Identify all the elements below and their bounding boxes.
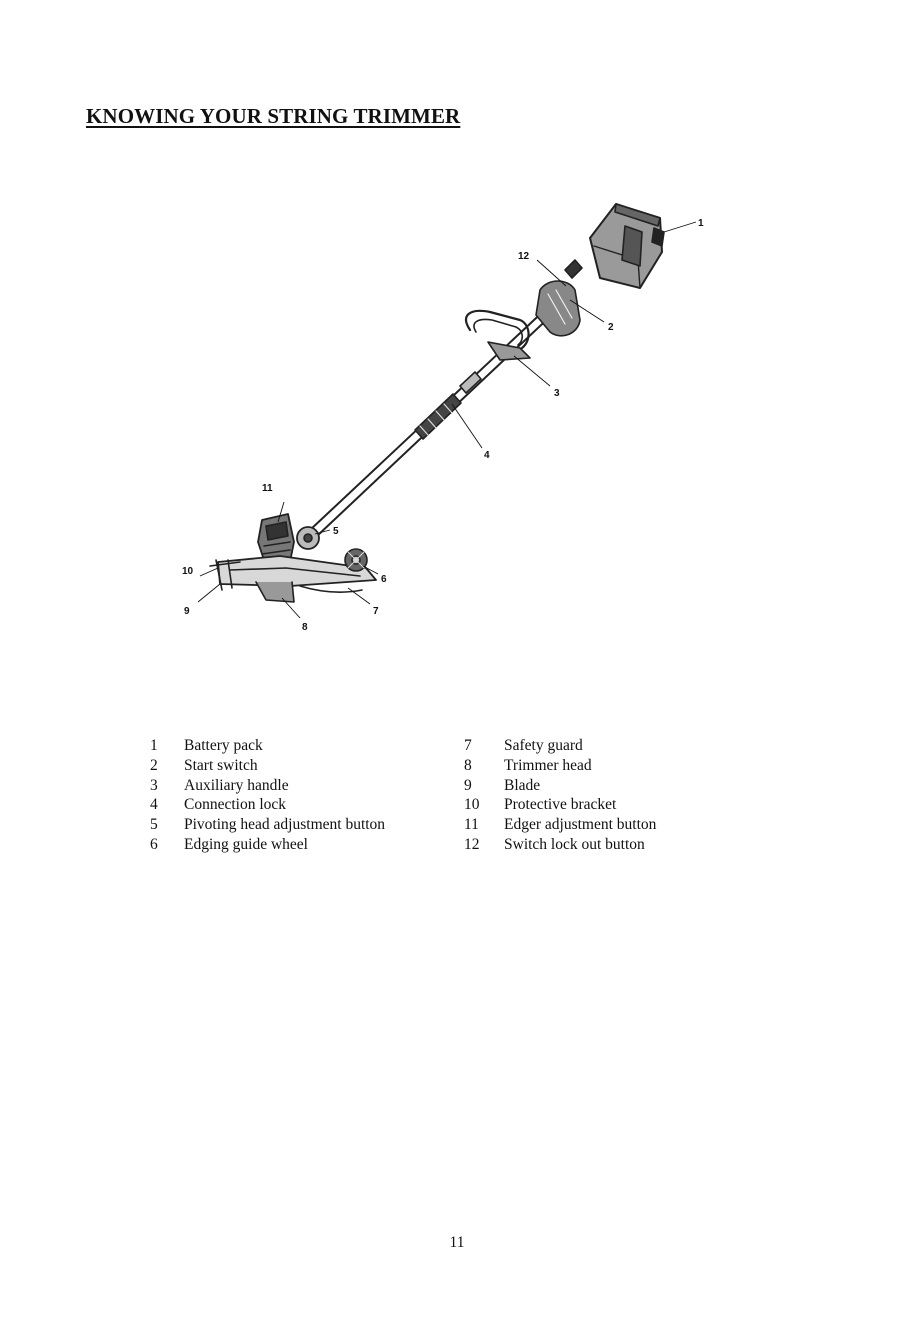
- legend-number: 9: [464, 776, 504, 796]
- legend-number: 8: [464, 756, 504, 776]
- legend-number: 1: [150, 736, 184, 756]
- callout-11: 11: [262, 483, 273, 494]
- page-number: 11: [0, 1234, 914, 1252]
- page-title: KNOWING YOUR STRING TRIMMER: [86, 104, 460, 129]
- legend-number: 10: [464, 795, 504, 815]
- legend-label: Battery pack: [184, 736, 263, 756]
- callout-3: 3: [554, 388, 560, 399]
- legend-label: Protective bracket: [504, 795, 616, 815]
- legend-label: Auxiliary handle: [184, 776, 289, 796]
- string-trimmer-diagram: 1 2 3 4 5 6 7 8 9 10 11 12: [170, 190, 730, 650]
- legend-number: 7: [464, 736, 504, 756]
- legend-label: Edger adjustment button: [504, 815, 656, 835]
- legend-label: Safety guard: [504, 736, 583, 756]
- legend-number: 12: [464, 835, 504, 855]
- legend-label: Switch lock out button: [504, 835, 645, 855]
- callout-8: 8: [302, 622, 308, 633]
- legend-number: 3: [150, 776, 184, 796]
- callout-9: 9: [184, 606, 190, 617]
- callout-7: 7: [373, 606, 379, 617]
- legend-label: Connection lock: [184, 795, 286, 815]
- legend-number: 2: [150, 756, 184, 776]
- string-trimmer-illustration: 1 2 3 4 5 6 7 8 9 10 11 12: [170, 190, 730, 650]
- legend-label: Trimmer head: [504, 756, 592, 776]
- callout-2: 2: [608, 322, 614, 333]
- callout-12: 12: [518, 251, 530, 262]
- callout-5: 5: [333, 526, 339, 537]
- legend-number: 4: [150, 795, 184, 815]
- callout-10: 10: [182, 566, 194, 577]
- legend-label: Edging guide wheel: [184, 835, 308, 855]
- callout-6: 6: [381, 574, 387, 585]
- callout-1: 1: [698, 218, 704, 229]
- legend-number: 5: [150, 815, 184, 835]
- legend-number: 11: [464, 815, 504, 835]
- legend-label: Start switch: [184, 756, 258, 776]
- legend-label: Blade: [504, 776, 540, 796]
- callout-4: 4: [484, 450, 490, 461]
- legend-number: 6: [150, 835, 184, 855]
- legend-label: Pivoting head adjustment button: [184, 815, 385, 835]
